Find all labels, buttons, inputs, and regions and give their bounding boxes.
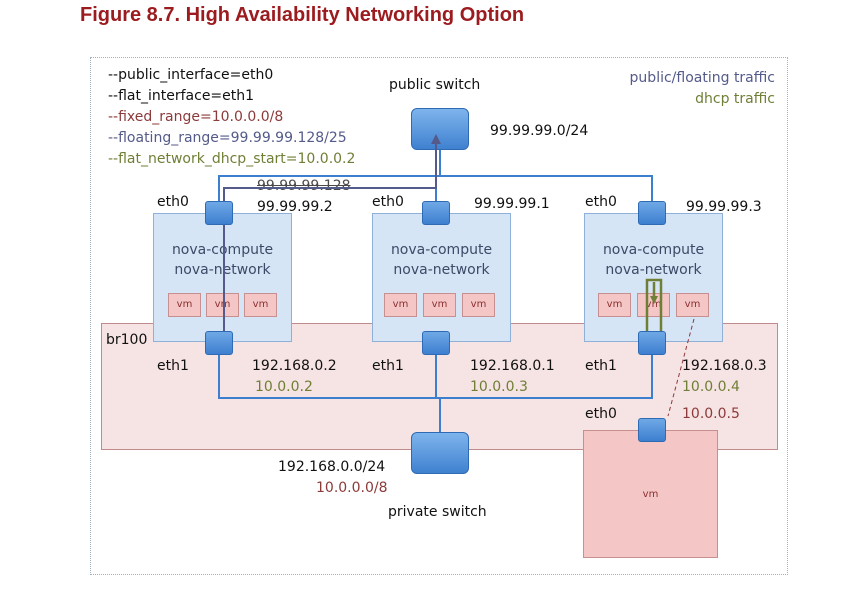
host-3-vm-1: vm	[598, 293, 631, 317]
floating-path-line	[223, 142, 437, 345]
host-2-private-ip: 192.168.0.1	[470, 358, 555, 374]
host-1-eth1-port	[205, 331, 233, 355]
host-3-eth0-port	[638, 201, 666, 225]
host-3-vm-3: vm	[676, 293, 709, 317]
host-1-vm-2: vm	[206, 293, 239, 317]
host-1-public-ip: 99.99.99.2	[257, 199, 333, 215]
dhcp-arrow-head	[650, 296, 658, 304]
host-2-eth1-port	[422, 331, 450, 355]
host-3-service-network: nova-network	[605, 262, 702, 278]
host-2: nova-compute nova-network	[372, 213, 511, 342]
diagram-frame	[90, 57, 788, 575]
private-switch-label: private switch	[388, 504, 487, 520]
host-1-eth0-port	[205, 201, 233, 225]
host-1: nova-compute nova-network	[153, 213, 292, 342]
floating-traffic-path	[223, 134, 441, 345]
host-1-private-ip: 192.168.0.2	[252, 358, 337, 374]
legend-public-traffic: public/floating traffic	[629, 70, 775, 86]
private-network-links	[218, 355, 653, 432]
private-subnet: 192.168.0.0/24	[278, 459, 386, 475]
config-dhcp-start: --flat_network_dhcp_start=10.0.0.2	[108, 151, 356, 167]
standalone-vm-label: vm	[642, 489, 659, 500]
host-2-eth0-label: eth0	[372, 194, 404, 210]
floating-path-arrow	[431, 134, 441, 144]
host-3-eth1-port	[638, 331, 666, 355]
host-3-service-compute: nova-compute	[602, 242, 705, 258]
host-3-eth0-label: eth0	[585, 194, 617, 210]
config-fixed-range: --fixed_range=10.0.0.0/8	[108, 109, 284, 125]
host-1-vm-3: vm	[244, 293, 277, 317]
host-3-private-ip: 192.168.0.3	[682, 358, 767, 374]
standalone-vm-eth0-port	[638, 418, 666, 442]
host-2-eth1-label: eth1	[372, 358, 404, 374]
config-flat-interface: --flat_interface=eth1	[108, 88, 255, 104]
host-2-fixed-ip: 10.0.0.3	[470, 379, 528, 395]
host-1-eth1-label: eth1	[157, 358, 189, 374]
public-switch-label: public switch	[389, 77, 481, 93]
host-2-service-compute: nova-compute	[390, 242, 493, 258]
host-2-vm-2: vm	[423, 293, 456, 317]
host-1-service-compute: nova-compute	[171, 242, 274, 258]
standalone-vm-eth0-label: eth0	[585, 406, 617, 422]
host-3: nova-compute nova-network	[584, 213, 723, 342]
host-2-eth0-port	[422, 201, 450, 225]
config-floating-range: --floating_range=99.99.99.128/25	[108, 130, 347, 146]
br100-label: br100	[106, 332, 148, 348]
private-fixed-range: 10.0.0.0/8	[316, 480, 388, 496]
host-3-fixed-ip: 10.0.0.4	[682, 379, 740, 395]
fixed-ip-link	[667, 318, 695, 417]
figure-title: Figure 8.7. High Availability Networking…	[80, 4, 525, 26]
host-1-floating-ip: 99.99.99.128	[257, 178, 351, 194]
host-2-public-ip: 99.99.99.1	[474, 196, 550, 212]
host-2-vm-1: vm	[384, 293, 417, 317]
host-3-public-ip: 99.99.99.3	[686, 199, 762, 215]
host-1-vm-1: vm	[168, 293, 201, 317]
host-2-service-network: nova-network	[393, 262, 490, 278]
legend-dhcp-traffic: dhcp traffic	[695, 91, 775, 107]
host-3-eth1-label: eth1	[585, 358, 617, 374]
host-1-service-network: nova-network	[174, 262, 271, 278]
host-1-fixed-ip: 10.0.0.2	[255, 379, 313, 395]
standalone-vm-fixed-ip: 10.0.0.5	[682, 406, 740, 422]
public-subnet: 99.99.99.0/24	[490, 123, 589, 139]
host-2-vm-3: vm	[462, 293, 495, 317]
private-switch	[411, 432, 469, 474]
host-1-eth0-label: eth0	[157, 194, 189, 210]
config-public-interface: --public_interface=eth0	[108, 67, 274, 83]
